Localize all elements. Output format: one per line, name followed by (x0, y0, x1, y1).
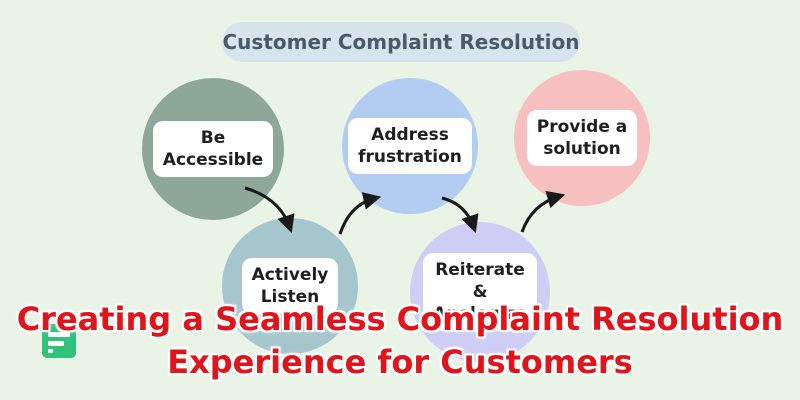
stacked-bars-logo-icon (42, 324, 76, 358)
node-actively-listen: Actively Listen (222, 218, 358, 354)
diagram-title: Customer Complaint Resolution (222, 22, 580, 62)
node-label: Reiterate & Apologize (423, 252, 537, 332)
node-reiterate-apologize: Reiterate & Apologize (410, 222, 550, 362)
arrow-3-icon (441, 196, 479, 234)
node-address-frustration: Address frustration (342, 78, 478, 214)
arrow-2-icon (338, 192, 382, 235)
arrow-4-icon (520, 190, 566, 233)
headline-line-1: Creating a Seamless Complaint Resolution (16, 300, 784, 338)
node-provide-solution: Provide a solution (514, 70, 650, 206)
node-label: Be Accessible (152, 120, 274, 178)
page-headline: Creating a Seamless Complaint Resolution… (0, 298, 800, 384)
arrow-1-icon (244, 186, 295, 234)
node-label: Actively Listen (241, 257, 339, 315)
node-label: Address frustration (348, 117, 472, 175)
node-be-accessible: Be Accessible (142, 78, 284, 220)
node-label: Provide a solution (526, 109, 638, 167)
headline-line-2: Experience for Customers (167, 343, 633, 382)
